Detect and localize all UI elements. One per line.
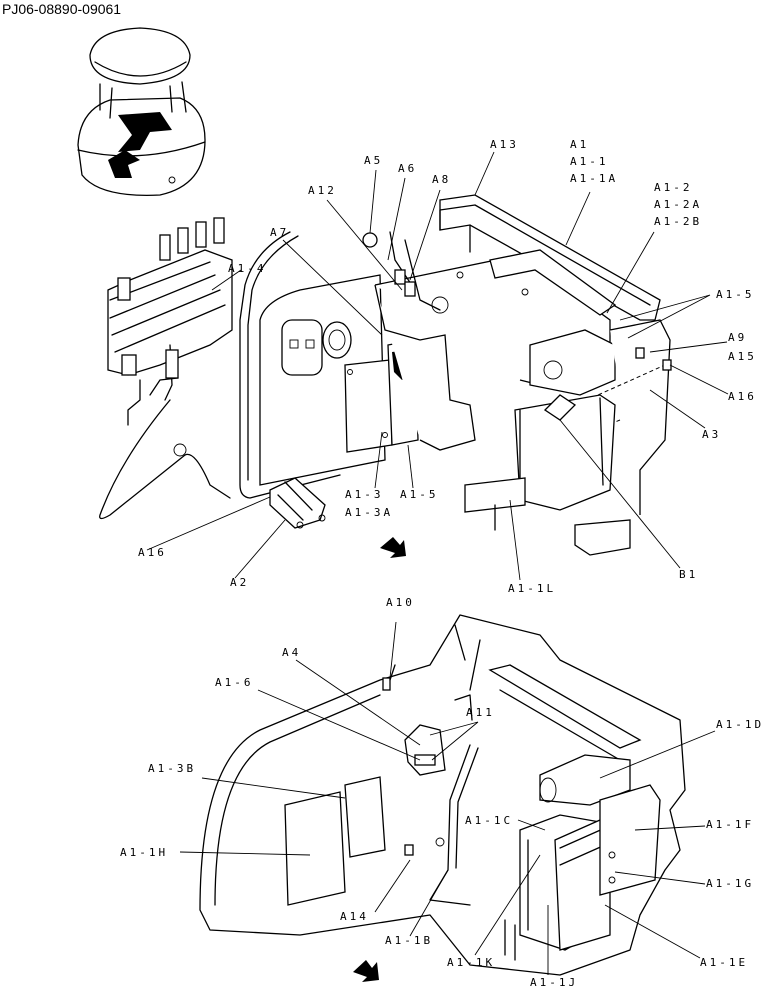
label-a1-1l: A1-1L	[508, 582, 556, 595]
upper-leaders	[146, 151, 729, 581]
label-a14: A14	[340, 910, 369, 923]
label-a1-1j: A1-1J	[530, 976, 578, 989]
label-a12: A12	[308, 184, 337, 197]
label-a13: A13	[490, 138, 519, 151]
document-code: PJ06-08890-09061	[2, 1, 122, 17]
label-a1-5-right: A1-5	[716, 288, 755, 301]
label-a9: A9	[728, 331, 747, 344]
label-a1-3b: A1-3B	[148, 762, 196, 775]
label-a1-1b: A1-1B	[385, 934, 433, 947]
label-a1-1c: A1-1C	[465, 814, 513, 827]
label-a3: A3	[702, 428, 721, 441]
label-a1-3: A1-3	[345, 488, 384, 501]
label-a1-1k: A1-1K	[447, 956, 495, 969]
label-a1-2: A1-2	[654, 181, 693, 194]
label-a1-1e: A1-1E	[700, 956, 748, 969]
label-a1-1h: A1-1H	[120, 846, 168, 859]
label-a1-4: A1-4	[228, 262, 267, 275]
label-a1: A1	[570, 138, 589, 151]
label-a1-3a: A1-3A	[345, 506, 393, 519]
machine-thumbnail	[77, 27, 206, 196]
label-a11: A11	[466, 706, 495, 719]
label-a1-1g: A1-1G	[706, 877, 754, 890]
label-a4: A4	[282, 646, 301, 659]
label-a1-1d: A1-1D	[716, 718, 764, 731]
front-arrow-upper-icon	[380, 537, 406, 558]
label-a7: A7	[270, 226, 289, 239]
label-a2: A2	[230, 576, 249, 589]
label-a5: A5	[364, 154, 383, 167]
label-a1-5-bottom: A1-5	[400, 488, 439, 501]
upper-assembly	[99, 194, 672, 558]
part-labels: A1 A1-1 A1-1A A1-2 A1-2A A1-2B A13 A5 A6…	[120, 138, 764, 989]
control-valve	[107, 217, 233, 426]
label-a16-left: A16	[138, 546, 167, 559]
label-a1-1: A1-1	[570, 155, 609, 168]
label-a10: A10	[386, 596, 415, 609]
label-a1-1a: A1-1A	[570, 172, 618, 185]
label-a1-6: A1-6	[215, 676, 254, 689]
label-a1-2b: A1-2B	[654, 215, 702, 228]
label-b1: B1	[679, 568, 698, 581]
lower-assembly	[199, 614, 686, 982]
label-a15: A15	[728, 350, 757, 363]
label-a1-2a: A1-2A	[654, 198, 702, 211]
lower-leaders	[179, 621, 716, 975]
label-a8: A8	[432, 173, 451, 186]
front-arrow-lower-icon	[353, 960, 379, 982]
label-a1-1f: A1-1F	[706, 818, 754, 831]
label-a6: A6	[398, 162, 417, 175]
label-a16-right: A16	[728, 390, 757, 403]
